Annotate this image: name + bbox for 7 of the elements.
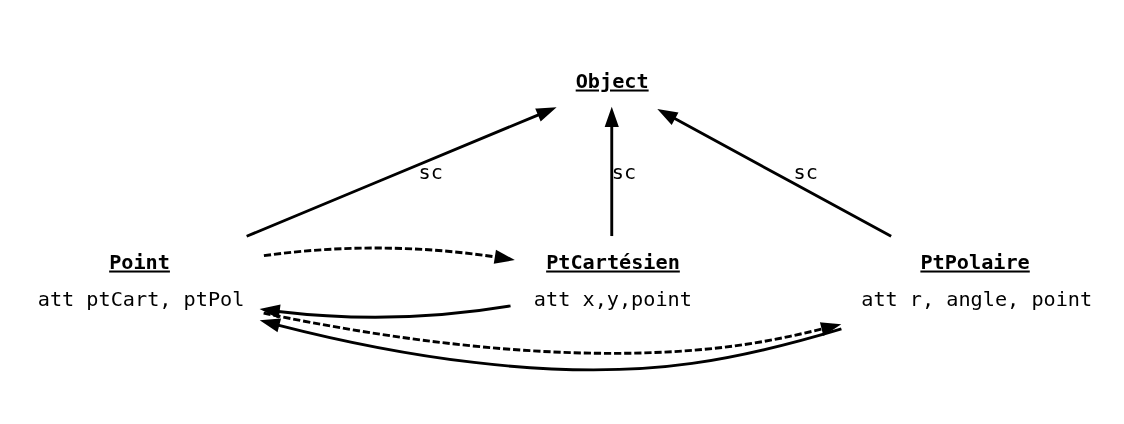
edge-label: sc bbox=[611, 159, 637, 184]
node-text: Point att ptCart, ptPol bbox=[37, 249, 245, 311]
node-text: PtCartésien att x,y,point bbox=[533, 249, 692, 311]
edge-label: sc bbox=[793, 159, 818, 184]
node-text: Object bbox=[575, 68, 649, 93]
node-text: PtPolaire att r, angle, point bbox=[861, 249, 1093, 311]
edge-label: sc bbox=[418, 159, 443, 184]
